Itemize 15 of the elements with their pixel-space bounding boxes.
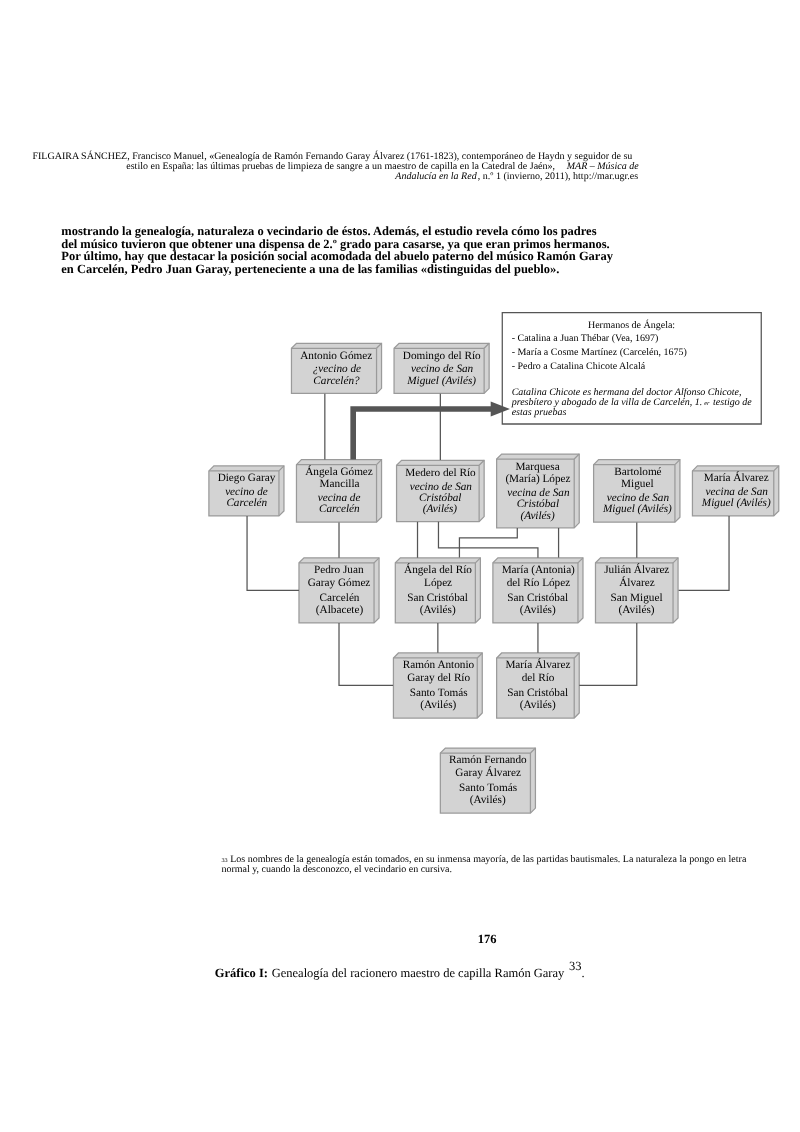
- connector: [557, 527, 560, 559]
- connector: [338, 521, 340, 559]
- connector: [338, 622, 394, 687]
- connector: [437, 622, 439, 654]
- arrow: [350, 401, 510, 460]
- connector: [416, 521, 419, 559]
- connector: [439, 393, 441, 461]
- connector: [246, 515, 300, 592]
- connector: [458, 527, 518, 559]
- connector: [537, 622, 539, 654]
- connector: [636, 521, 638, 559]
- connector: [437, 521, 539, 559]
- connector: [578, 622, 638, 687]
- connector: [324, 393, 326, 461]
- connector: [677, 515, 730, 592]
